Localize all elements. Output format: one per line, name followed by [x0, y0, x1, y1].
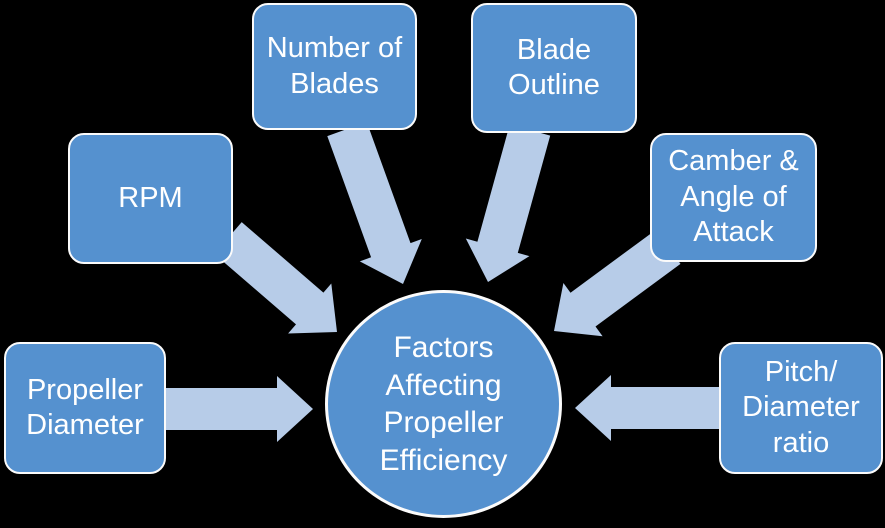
factor-box-rpm: RPM [68, 133, 233, 264]
center-circle-factors-affecting-propeller-efficiency: Factors Affecting Propeller Efficiency [325, 290, 562, 518]
factor-box-number-of-blades: Number of Blades [252, 3, 417, 130]
factor-box-propeller-diameter: Propeller Diameter [4, 342, 166, 474]
arrow-camber-to-center [554, 230, 681, 337]
arrow-rpm-to-center [214, 222, 337, 334]
factor-box-pitch-diameter-ratio: Pitch/ Diameter ratio [719, 342, 883, 474]
arrow-pitch-ratio-to-center [575, 375, 719, 441]
arrow-number-of-blades-to-center [327, 121, 422, 285]
arrow-propeller-diameter-to-center [166, 376, 313, 442]
arrow-blade-outline-to-center [465, 124, 551, 283]
factor-box-camber-angle-of-attack: Camber & Angle of Attack [650, 133, 817, 262]
factor-box-blade-outline: Blade Outline [471, 3, 637, 133]
